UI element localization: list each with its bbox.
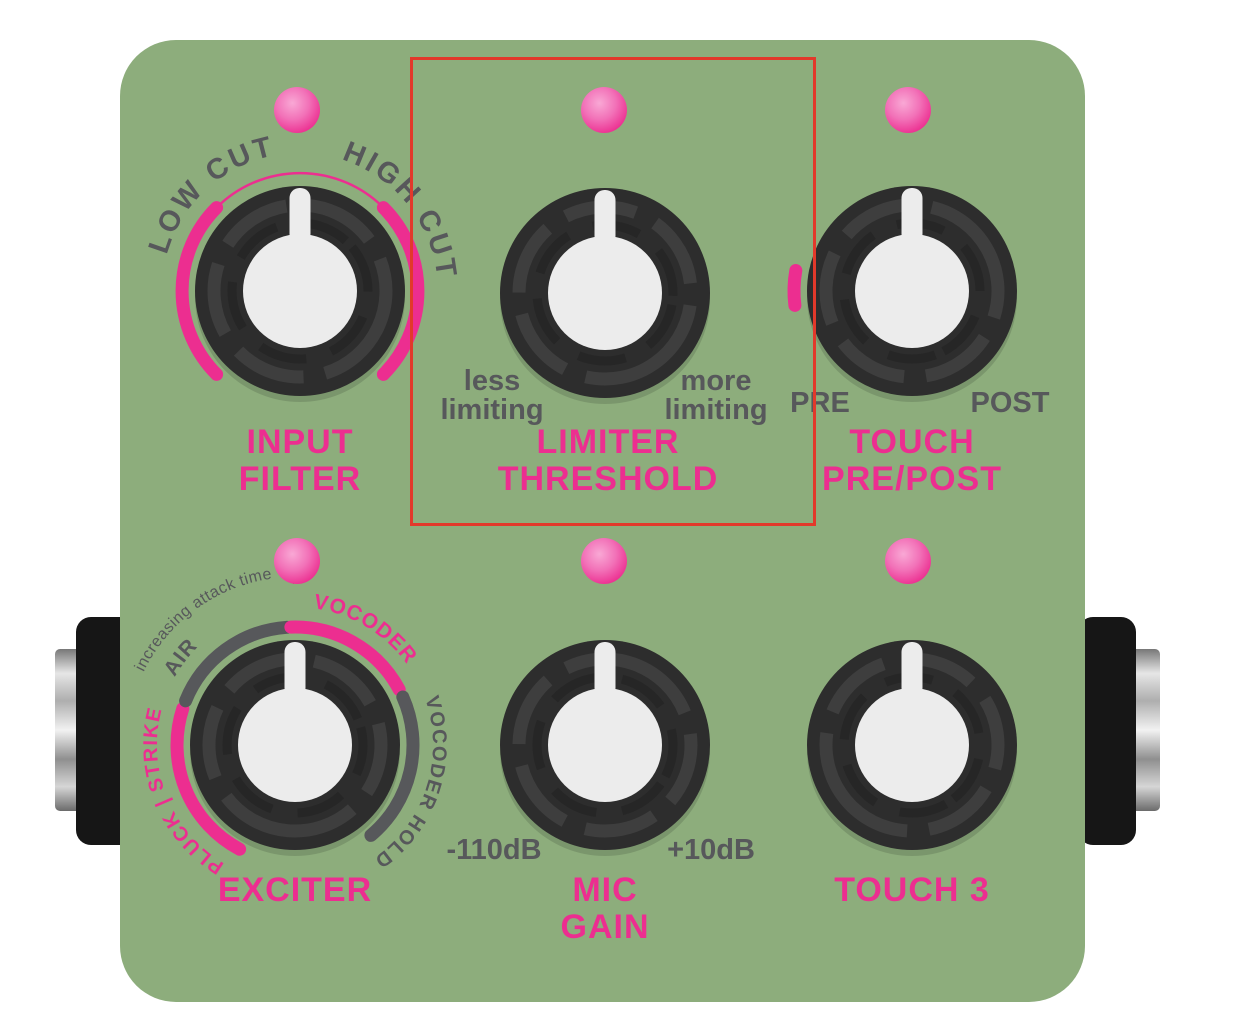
knob-input-filter[interactable] [175, 171, 425, 405]
limiter-min-label-line2: limiting [440, 394, 543, 426]
right-jack [1078, 617, 1136, 845]
limiter-max-label-line1: more [681, 365, 752, 397]
led-touch-pre-post [885, 87, 931, 133]
mic-gain-min-label: -110dB [446, 834, 541, 866]
touch-pre-label: PRE [790, 387, 850, 419]
led-input-filter [274, 87, 320, 133]
led-mic-gain [581, 538, 627, 584]
exciter-title: EXCITER [217, 871, 373, 909]
touch-pre-post-title: TOUCH PRE/POST [822, 423, 1002, 498]
knob-limiter-threshold[interactable] [485, 173, 725, 413]
knob-exciter[interactable] [170, 620, 420, 856]
knob-mic-gain[interactable] [495, 635, 715, 856]
limiter-threshold-title: LIMITER THRESHOLD [497, 423, 719, 498]
limiter-min-label-line1: less [464, 365, 520, 397]
touch-3-title: TOUCH 3 [834, 871, 990, 909]
input-filter-title: INPUT FILTER [238, 423, 362, 498]
touch-post-label: POST [971, 387, 1050, 419]
led-touch-3 [885, 538, 931, 584]
knob-touch-3[interactable] [791, 624, 1033, 866]
led-limiter-threshold [581, 87, 627, 133]
led-exciter [274, 538, 320, 584]
mic-gain-title: MIC GAIN [560, 871, 650, 946]
mic-gain-max-label: +10dB [667, 834, 755, 866]
knob-touch-pre-post[interactable] [787, 174, 1029, 409]
limiter-max-label-line2: limiting [664, 394, 767, 426]
